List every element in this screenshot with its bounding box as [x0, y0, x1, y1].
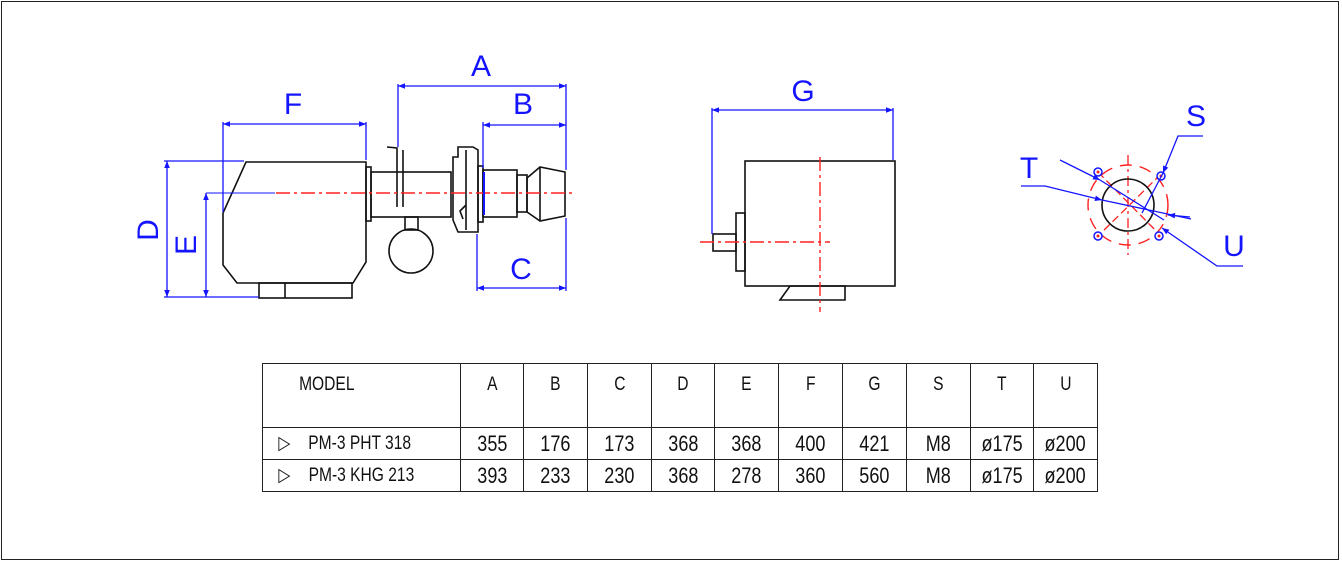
- table-cell: 176: [523, 427, 588, 460]
- dimension-label-f: F: [284, 88, 302, 121]
- base-foot: [258, 282, 353, 299]
- model-cell: ▷ PM-3 PHT 318: [262, 427, 461, 460]
- column-header: A: [460, 363, 524, 428]
- dimensions-table: MODEL A B C D E F G S T U ▷ PM-3 PHT 318…: [262, 363, 1098, 492]
- table-cell: 233: [523, 459, 588, 492]
- table-cell: ø200: [1033, 427, 1098, 460]
- rear-foot: [778, 285, 846, 301]
- table-cell: 278: [714, 459, 779, 492]
- table-header-row: MODEL A B C D E F G S T U: [262, 363, 1098, 428]
- table-cell: 368: [714, 427, 779, 460]
- dimension-label-g: G: [791, 75, 814, 108]
- dimension-label-b: B: [513, 88, 533, 121]
- table-cell: ø200: [1033, 459, 1098, 492]
- column-header: U: [1033, 363, 1098, 428]
- dimension-label-u: U: [1223, 230, 1245, 263]
- table-cell: 355: [460, 427, 524, 460]
- dimension-label-c: C: [510, 253, 532, 286]
- dimension-label-e: E: [170, 235, 203, 255]
- table-cell: 173: [587, 427, 652, 460]
- table-cell: 360: [778, 459, 843, 492]
- table-cell: 421: [842, 427, 907, 460]
- blast-tube: [370, 171, 452, 218]
- row-marker-icon: ▷: [278, 433, 291, 454]
- table-row: ▷ PM-3 KHG 213 393 233 230 368 278 360 5…: [262, 459, 1098, 492]
- rear-view: [712, 160, 896, 301]
- table-cell: 400: [778, 427, 843, 460]
- burner-opening: [1101, 178, 1155, 232]
- column-header: B: [523, 363, 588, 428]
- burner-body: [222, 161, 367, 284]
- side-view-dimensions: [164, 83, 567, 298]
- mounting-flange: [452, 146, 479, 233]
- table-row: ▷ PM-3 PHT 318 355 176 173 368 368 400 4…: [262, 427, 1098, 460]
- column-header: C: [587, 363, 652, 428]
- column-header: G: [842, 363, 907, 428]
- motor: [388, 228, 434, 274]
- table-cell: ø175: [970, 427, 1034, 460]
- rear-view-dimensions: [711, 107, 894, 234]
- row-marker-icon: ▷: [278, 465, 291, 486]
- dimension-label-t: T: [1020, 152, 1038, 185]
- table-cell: M8: [906, 427, 971, 460]
- table-cell: 368: [651, 427, 715, 460]
- model-cell: ▷ PM-3 KHG 213: [262, 459, 461, 492]
- table-cell: ø175: [970, 459, 1034, 492]
- table-cell: M8: [906, 459, 971, 492]
- table-cell: 368: [651, 459, 715, 492]
- dimension-label-d: D: [132, 219, 165, 241]
- column-header: T: [970, 363, 1034, 428]
- motor-stem: [404, 216, 419, 231]
- table-cell: 560: [842, 459, 907, 492]
- column-header: F: [778, 363, 843, 428]
- column-header: D: [651, 363, 715, 428]
- mounting-plate: [386, 146, 398, 207]
- column-header: MODEL: [262, 363, 461, 428]
- table-cell: 230: [587, 459, 652, 492]
- column-header: E: [714, 363, 779, 428]
- flange-view: [1021, 135, 1243, 267]
- dimension-label-s: S: [1186, 100, 1206, 133]
- table-cell: 393: [460, 459, 524, 492]
- column-header: S: [906, 363, 971, 428]
- dimension-label-a: A: [471, 50, 491, 83]
